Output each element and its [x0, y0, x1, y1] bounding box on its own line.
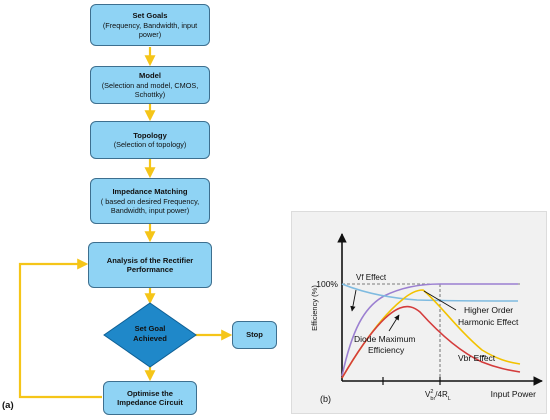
impedance-box: Impedance Matching ( based on desired Fr… [90, 178, 210, 224]
model-detail: (Selection and model, CMOS, Schottky) [101, 80, 199, 99]
x-tick-main: V [425, 390, 431, 399]
impedance-detail: ( based on desired Frequency, Bandwidth,… [100, 196, 200, 215]
topology-title: Topology [133, 130, 167, 140]
decision-label: Set Goal Achieved [115, 324, 185, 344]
set-goals-title: Set Goals [132, 11, 168, 21]
diode-max-label-2: Efficiency [368, 345, 405, 355]
model-box: Model (Selection and model, CMOS, Schott… [90, 66, 210, 104]
x-tick-rest: /4R [435, 390, 448, 399]
analysis-title: Analysis of the Rectifier Performance [106, 255, 194, 274]
harmonic-effect-label-1: Higher Order [464, 305, 513, 315]
optimise-title: Optimise the Impedance Circuit [117, 388, 183, 407]
series-harmonic-curve [341, 283, 519, 302]
decision-line1: Set Goal [134, 324, 166, 333]
topology-box: Topology (Selection of topology) [90, 121, 210, 159]
model-title: Model [139, 71, 161, 81]
decision-diamond [103, 302, 197, 368]
panel-a-label: (a) [2, 400, 14, 411]
x-tick-sub: br [430, 396, 435, 402]
analysis-box: Analysis of the Rectifier Performance [88, 242, 212, 288]
x-tick-sup: 2 [430, 389, 433, 395]
vf-effect-label: Vf Effect [356, 273, 387, 282]
optimise-box: Optimise the Impedance Circuit [103, 381, 197, 415]
topology-detail: (Selection of topology) [113, 140, 187, 150]
diode-max-label-1: Diode Maximum [354, 334, 415, 344]
y-tick-100: 100% [316, 279, 338, 289]
diode-annotation-arrow [388, 314, 400, 332]
y-axis-label: Efficiency (%) [310, 285, 319, 331]
harmonic-annotation-line [423, 290, 457, 311]
series-diode-curve [341, 305, 521, 379]
impedance-title: Impedance Matching [112, 187, 188, 197]
arrow-loop-back [18, 258, 102, 399]
set-goals-detail: (Frequency, Bandwidth, input power) [102, 20, 198, 39]
vbr-effect-label: Vbr Effect [458, 353, 496, 363]
vf-annotation-arrow [350, 289, 357, 312]
panel-b-label: (b) [320, 394, 331, 404]
x-axis-label: Input Power [491, 389, 537, 399]
set-goals-box: Set Goals (Frequency, Bandwidth, input p… [90, 4, 210, 46]
x-tick-rest-sub: L [448, 396, 451, 402]
decision-line2: Achieved [133, 333, 167, 343]
harmonic-effect-label-2: Harmonic Effect [458, 317, 519, 327]
stop-box: Stop [232, 321, 277, 349]
stop-title: Stop [246, 330, 263, 340]
